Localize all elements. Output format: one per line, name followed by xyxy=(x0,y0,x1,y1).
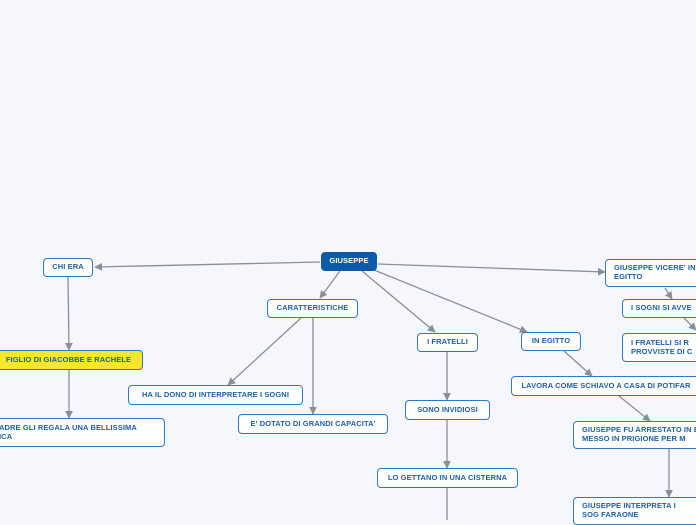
node-cisterna[interactable]: LO GETTANO IN UNA CISTERNA xyxy=(377,468,518,488)
edge-root-vicere xyxy=(377,263,606,276)
node-sogni-avverano[interactable]: I SOGNI SI AVVE xyxy=(622,299,696,318)
edge-egitto-schiavo xyxy=(563,350,593,377)
node-i-fratelli[interactable]: I FRATELLI xyxy=(417,333,478,352)
node-dono-sogni[interactable]: HA IL DONO DI INTERPRETARE I SOGNI xyxy=(128,385,303,405)
edge-sogni-fratelli xyxy=(683,317,696,331)
node-schiavo[interactable]: LAVORA COME SCHIAVO A CASA DI POTIFAR xyxy=(511,376,696,396)
node-caratteristiche[interactable]: CARATTERISTICHE xyxy=(267,299,358,318)
node-interpreta-faraone[interactable]: GIUSEPPE INTERPRETA I SOG FARAONE xyxy=(573,497,696,525)
node-arrestato[interactable]: GIUSEPPE FU ARRESTATO IN E MESSO IN PRIG… xyxy=(573,421,696,449)
edge-root-fratelli xyxy=(361,270,436,333)
node-root[interactable]: GIUSEPPE xyxy=(321,252,377,271)
edge-vicere-sogni xyxy=(664,287,673,300)
node-fratelli-provviste[interactable]: I FRATELLI SI R PROVVISTE DI C xyxy=(622,333,696,362)
node-chi-era[interactable]: CHI ERA xyxy=(43,258,93,277)
edge-caratt-dono xyxy=(227,317,302,386)
node-figlio[interactable]: FIGLIO DI GIACOBBE E RACHELE xyxy=(0,350,143,370)
edge-root-chi-era xyxy=(94,261,321,271)
edge-schiavo-arrestato xyxy=(618,395,651,422)
node-padre-regala[interactable]: ADRE GLI REGALA UNA BELLISSIMA ICA xyxy=(0,418,165,447)
edge-root-egitto xyxy=(373,269,528,333)
node-vicere[interactable]: GIUSEPPE VICERE' IN EGITTO xyxy=(605,259,696,287)
edge-chi-era-figlio xyxy=(65,276,73,351)
node-in-egitto[interactable]: IN EGITTO xyxy=(521,332,581,351)
edge-root-caratteristiche xyxy=(319,270,341,299)
node-invidiosi[interactable]: SONO INVIDIOSI xyxy=(405,400,490,420)
node-dotato[interactable]: E' DOTATO DI GRANDI CAPACITA' xyxy=(238,414,388,434)
